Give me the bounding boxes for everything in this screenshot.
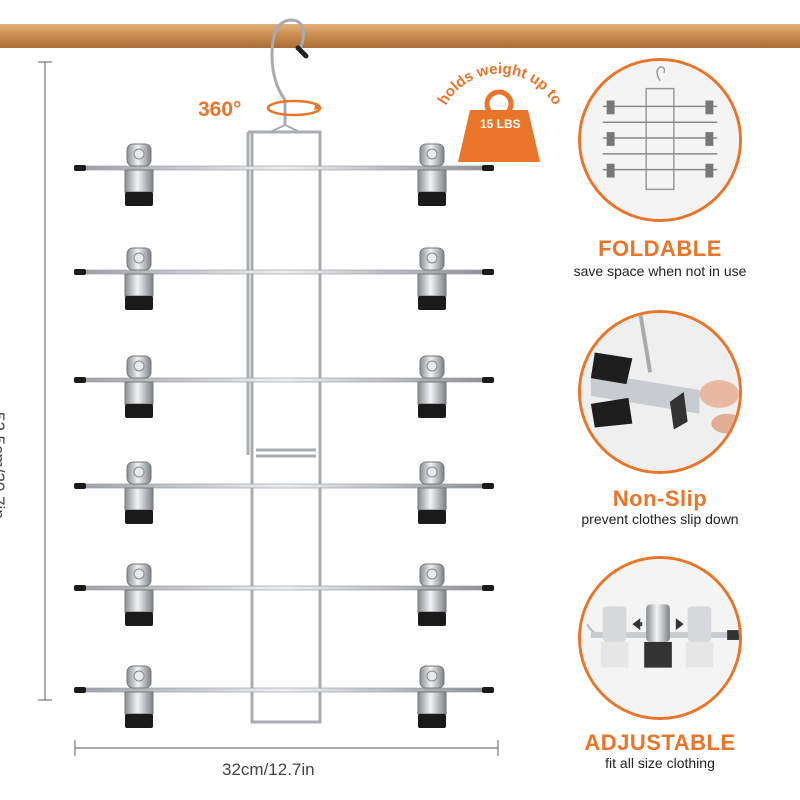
svg-text:holds weight up to: holds weight up to: [435, 61, 566, 108]
height-dimension: 52.5cm/20.7in: [0, 412, 8, 519]
hanger-frame: [246, 130, 322, 724]
adjustable-title: ADJUSTABLE: [584, 730, 736, 755]
hanger-bars: [74, 143, 494, 728]
weight-arc-text: holds weight up to: [435, 61, 566, 108]
weight-badge: holds weight up to: [435, 61, 566, 162]
clip: [124, 143, 154, 206]
clip: [124, 563, 154, 626]
hanger-bar: [74, 461, 494, 524]
clip: [417, 461, 447, 524]
clip: [124, 665, 154, 728]
clip: [417, 563, 447, 626]
dimension-lines: [38, 61, 499, 756]
clip: [417, 665, 447, 728]
non-slip-title: Non-Slip: [612, 486, 708, 511]
clip: [417, 143, 447, 206]
non-slip-image: [578, 310, 742, 474]
rotation-label: 360°: [198, 98, 242, 121]
clip: [124, 355, 154, 418]
foldable-title: FOLDABLE: [598, 236, 722, 261]
hanger-bar: [74, 247, 494, 310]
clip: [124, 461, 154, 524]
hanger-hook: [270, 18, 306, 125]
adjustable-image: [578, 556, 742, 720]
width-dimension: 32cm/12.7in: [222, 760, 315, 779]
clip: [417, 247, 447, 310]
weight-value: 15 LBS: [480, 117, 521, 131]
wooden-rod: [0, 24, 800, 48]
hanger-bar: [74, 355, 494, 418]
rotation-arrow-icon: [266, 99, 322, 117]
clip: [124, 247, 154, 310]
non-slip-subtitle: prevent clothes slip down: [581, 511, 739, 527]
foldable-subtitle: save space when not in use: [573, 263, 747, 279]
adjustable-subtitle: fit all size clothing: [605, 755, 715, 771]
clip: [417, 355, 447, 418]
hanger-bar: [74, 563, 494, 626]
hanger-bar: [74, 143, 494, 206]
hanger-bar: [74, 665, 494, 728]
foldable-image: [578, 58, 742, 222]
